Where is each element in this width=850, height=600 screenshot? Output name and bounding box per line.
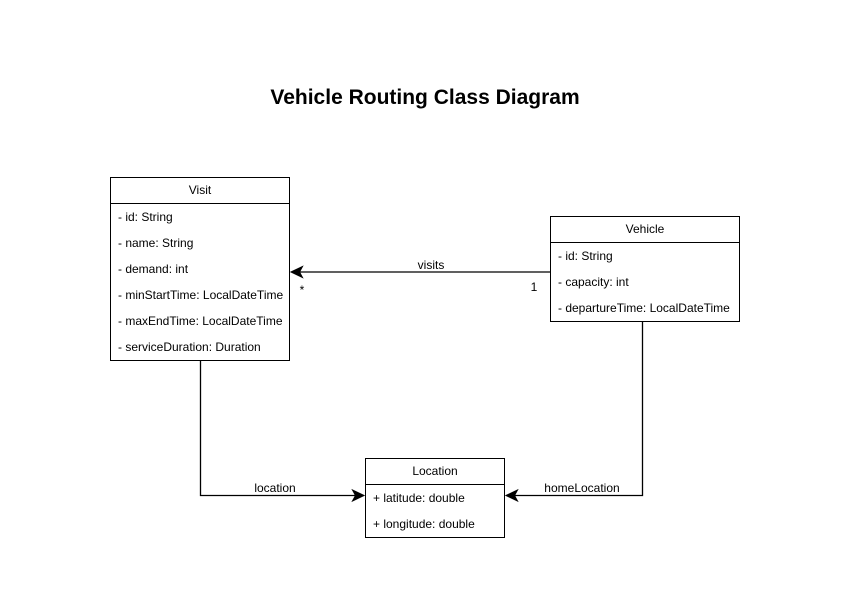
class-visit-attribute-max-end-time: - maxEndTime: LocalDateTime xyxy=(118,314,283,328)
class-visit-attribute-service-duration: - serviceDuration: Duration xyxy=(118,340,261,354)
class-location-attribute-latitude: + latitude: double xyxy=(373,491,465,505)
edge-home-location-line xyxy=(514,320,644,497)
class-visit: Visit - id: String - name: String - dema… xyxy=(110,177,290,361)
class-visit-name: Visit xyxy=(111,178,289,204)
class-visit-attribute-min-start-time: - minStartTime: LocalDateTime xyxy=(118,288,284,302)
edge-home-location-arrowhead xyxy=(504,488,519,503)
edge-visits-label: visits xyxy=(417,258,445,272)
edge-location-label: location xyxy=(254,481,296,495)
edge-visits-arrowhead xyxy=(289,265,304,279)
class-location: Location + latitude: double + longitude:… xyxy=(365,458,505,538)
class-visit-attribute-name: - name: String xyxy=(118,236,194,250)
class-location-name: Location xyxy=(366,459,504,485)
class-visit-attribute-id: - id: String xyxy=(118,210,173,224)
edge-location-line xyxy=(199,360,356,497)
edge-visits-multiplicity-one: 1 xyxy=(530,280,538,294)
edge-home-location-label: homeLocation xyxy=(544,481,620,495)
edge-visits-multiplicity-star: * xyxy=(299,283,305,297)
class-vehicle-attribute-id: - id: String xyxy=(558,249,613,263)
edge-location-arrowhead xyxy=(351,488,366,503)
class-vehicle-attribute-capacity: - capacity: int xyxy=(558,275,629,289)
class-vehicle: Vehicle - id: String - capacity: int - d… xyxy=(550,216,740,322)
class-vehicle-name: Vehicle xyxy=(551,217,739,243)
class-visit-attribute-demand: - demand: int xyxy=(118,262,189,276)
class-location-attribute-longitude: + longitude: double xyxy=(373,517,475,531)
diagram-title: Vehicle Routing Class Diagram xyxy=(270,86,580,109)
class-vehicle-attribute-departure-time: - departureTime: LocalDateTime xyxy=(558,301,730,315)
